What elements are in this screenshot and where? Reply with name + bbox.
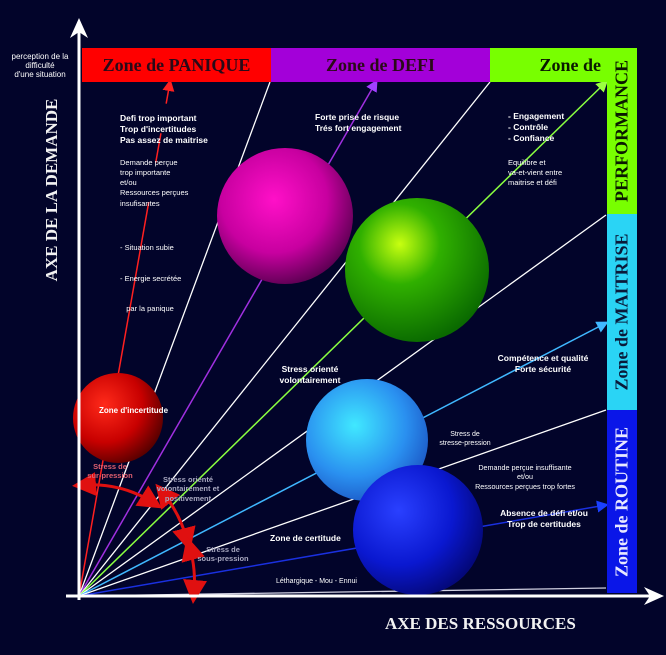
panique-main-text: Defi trop important Trop d'incertitudes …	[120, 113, 208, 146]
text-line: - Energie secrétée	[120, 273, 182, 283]
text-line: Forte sécurité	[514, 364, 572, 375]
ray-blue	[78, 500, 609, 597]
arc-sous-pression	[181, 536, 207, 604]
text-line: Stress orienté	[281, 364, 339, 374]
text-line: par la panique	[120, 304, 174, 313]
zone-performance-top: Zone de	[490, 48, 607, 82]
text-line: maitrise et défi	[508, 178, 557, 188]
lethargie-text: Léthargique - Mou - Ennui	[276, 578, 357, 585]
stress-arcs	[72, 472, 207, 604]
zone-performance-side: PERFORMANCE	[607, 48, 637, 214]
text-line: Demande perçue insuffisante	[478, 463, 572, 472]
text-line: - Engagement	[508, 111, 565, 121]
text-line: Pas assez de maitrise	[120, 135, 208, 146]
stress-oriente-text: Stress orienté volontairement	[270, 364, 350, 386]
oriente-positif-text: Stress orienté volontairement et positiv…	[148, 475, 228, 503]
text-line: Compétence et qualité	[497, 353, 589, 363]
ray-white-4	[78, 409, 607, 597]
text-line: Trop de certitudes	[507, 519, 581, 530]
sphere-incertitude	[73, 373, 163, 463]
text-line: volontairement et	[156, 484, 220, 494]
performance-detail-text: Equilibre et va-et-vient entre maitrise …	[508, 158, 562, 188]
defi-main-text: Forte prise de risque Trés fort engageme…	[315, 112, 401, 134]
text-line: volontairement	[279, 375, 341, 386]
x-axis-title: AXE DES RESSOURCES	[385, 614, 576, 633]
text-line: insufisantes	[120, 198, 160, 208]
y-subtitle-line: d'une situation	[14, 70, 66, 80]
text-line: - Confiance	[508, 133, 555, 144]
panique-effects-text: - Situation subie - Energie secrétée par…	[120, 223, 181, 324]
text-line: trop importante	[120, 168, 171, 178]
sphere-performance	[345, 198, 489, 342]
text-line: sous-pression	[197, 554, 249, 564]
sphere-routine	[353, 465, 483, 595]
zone-defi-label: Zone de DEFI	[325, 54, 435, 75]
text-line: Equilibre et	[508, 158, 546, 167]
zone-maitrise-label: Zone de MAITRISE	[611, 233, 632, 391]
zone-maitrise: Zone de MAITRISE	[607, 214, 637, 410]
text-line: - Contrôle	[508, 122, 549, 133]
text-line: Forte prise de risque	[315, 112, 400, 122]
sous-pression-text: Stress de sous-pression	[192, 545, 254, 564]
text-line: et/ou	[120, 178, 137, 188]
zone-panique: Zone de PANIQUE	[82, 48, 271, 82]
zone-routine: Zone de ROUTINE	[607, 410, 637, 593]
axes	[66, 18, 664, 605]
text-line: Stress de	[93, 462, 127, 471]
arc-sur-pression	[72, 472, 163, 509]
zone-panique-label: Zone de PANIQUE	[102, 54, 251, 75]
incertitude-label: Zone d'incertitude	[99, 406, 169, 415]
text-line: - Situation subie	[120, 243, 174, 253]
text-line: Ressources perçues trop fortes	[475, 481, 575, 491]
y-subtitle-line: difficulté	[25, 61, 55, 71]
certitude-text: Zone de certitude	[270, 533, 341, 543]
y-axis-arrow-icon	[70, 18, 88, 38]
text-line: Trés fort engagement	[315, 123, 402, 134]
text-line: Stress de	[206, 545, 240, 554]
text-line: stresse-pression	[439, 440, 491, 448]
text-line: Ressources perçues	[120, 188, 189, 198]
zone-performance-top-label: Zone de	[539, 54, 601, 75]
routine-main-text: Absence de défi et/ou Trop de certitudes	[492, 508, 596, 530]
text-line: Stress de	[450, 431, 480, 438]
stresse-pression-text: Stress de stresse-pression	[430, 430, 500, 448]
performance-main-text: - Engagement - Contrôle - Confiance	[508, 111, 564, 144]
zone-routine-label: Zone de ROUTINE	[611, 426, 632, 577]
text-line: Trop d'incertitudes	[120, 124, 197, 135]
text-line: Defi trop important	[120, 113, 197, 123]
sur-pression-text: Stress de sur-pression	[78, 462, 142, 481]
text-line: positivement	[164, 493, 212, 503]
routine-detail-text: Demande perçue insuffisante et/ou Ressou…	[460, 463, 590, 491]
maitrise-main-text: Compétence et qualité Forte sécurité	[488, 353, 598, 375]
y-subtitle-line: perception de la	[11, 52, 69, 61]
ray-white-2	[78, 81, 491, 597]
x-axis-arrow-icon	[644, 587, 664, 605]
ray-red	[78, 79, 175, 597]
y-axis-title: AXE DE LA DEMANDE	[42, 98, 61, 282]
text-line: et/ou	[517, 472, 533, 482]
text-line: sur-pression	[87, 471, 133, 481]
sphere-defi	[217, 148, 353, 284]
text-line: Absence de défi et/ou	[500, 508, 588, 518]
text-line: Stress orienté	[162, 475, 214, 484]
y-axis-subtitle: perception de la difficulté d'une situat…	[2, 52, 78, 80]
text-line: va-et-vient entre	[508, 168, 563, 178]
zone-defi: Zone de DEFI	[271, 48, 490, 82]
zone-performance-side-label: PERFORMANCE	[611, 60, 632, 202]
panique-detail-text: Demande perçue trop importante et/ou Res…	[120, 158, 188, 209]
text-line: Demande perçue	[120, 158, 178, 167]
